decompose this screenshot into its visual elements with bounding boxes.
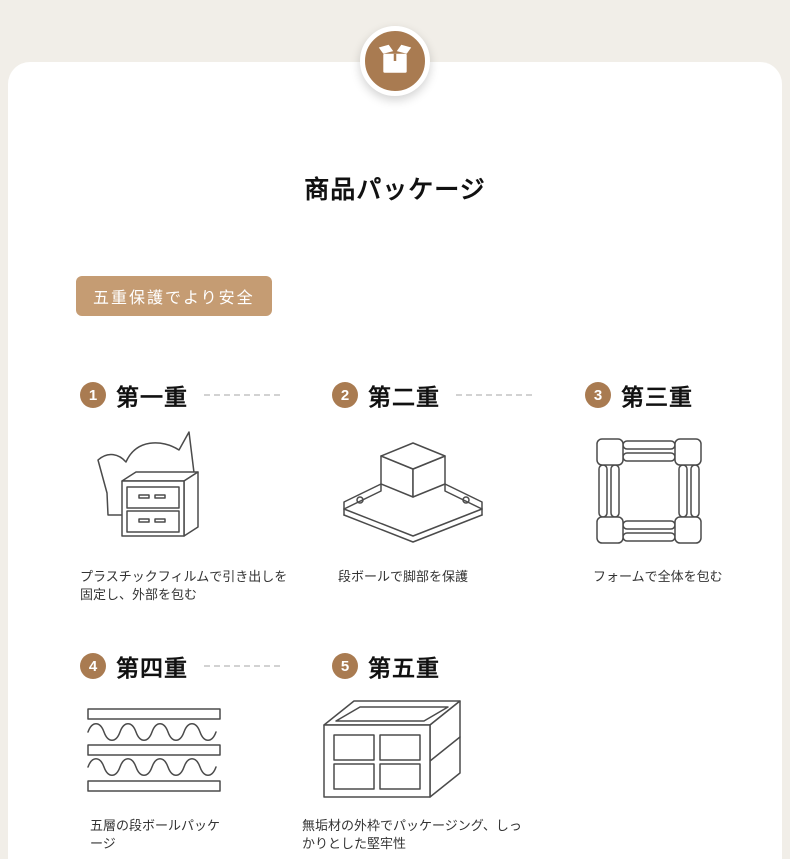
step-item-5: 5 第五重	[302, 649, 585, 852]
step-illustration	[593, 424, 772, 558]
dashed-divider	[204, 394, 280, 396]
step-header: 1 第一重	[80, 378, 332, 412]
steps-row-1: 1 第一重	[8, 378, 782, 603]
step-caption: 無垢材の外枠でパッケージング、しっかりとした堅牢性	[302, 818, 522, 851]
step-header: 5 第五重	[332, 649, 585, 683]
content-card: 商品パッケージ 五重保護でより安全 1 第一重	[8, 62, 782, 859]
package-box-icon	[378, 44, 412, 73]
step-number-badge: 1	[80, 382, 106, 408]
foam-frame-icon	[596, 438, 702, 544]
step-illustration	[84, 695, 332, 807]
step-title: 第五重	[368, 655, 440, 682]
wooden-crate-icon	[323, 700, 461, 798]
step-illustration	[92, 424, 332, 558]
step-number-badge: 2	[332, 382, 358, 408]
step-header: 2 第二重	[332, 378, 585, 412]
step-caption: 五層の段ボールパッケージ	[90, 818, 221, 851]
protection-badge: 五重保護でより安全	[76, 276, 272, 316]
step-title: 第二重	[368, 384, 440, 410]
step-header: 3 第三重	[585, 378, 772, 412]
dashed-divider	[204, 665, 280, 668]
step-header: 4 第四重	[80, 649, 332, 683]
step-item-4: 4 第四重 五層の段ボールパッケージ	[80, 649, 332, 852]
steps-row-2: 4 第四重 五層の段ボールパッケージ	[8, 649, 782, 852]
step-item-3: 3 第三重	[585, 378, 772, 603]
step-item-1: 1 第一重	[80, 378, 332, 603]
step-caption: フォームで全体を包む	[593, 569, 723, 584]
step-title: 第一重	[116, 384, 188, 410]
step-title: 第三重	[621, 384, 693, 410]
step-caption: プラスチックフィルムで引き出しを固定し、外部を包む	[80, 569, 288, 602]
step-item-2: 2 第二重	[332, 378, 585, 603]
empty-cell	[585, 649, 772, 852]
step-number-badge: 3	[585, 382, 611, 408]
step-number-badge: 4	[80, 653, 106, 680]
step-illustration	[302, 695, 585, 807]
step-caption: 段ボールで脚部を保護	[338, 569, 469, 584]
step-number-badge: 5	[332, 653, 358, 680]
step-illustration	[338, 424, 585, 558]
package-circle-badge	[360, 26, 430, 96]
dashed-divider	[456, 394, 532, 396]
page-title: 商品パッケージ	[304, 176, 486, 204]
step-title: 第四重	[116, 655, 188, 682]
film-wrapped-cabinet-icon	[97, 431, 199, 537]
corrugated-cardboard-icon	[87, 708, 221, 792]
cardboard-corner-protector-icon	[343, 442, 483, 543]
